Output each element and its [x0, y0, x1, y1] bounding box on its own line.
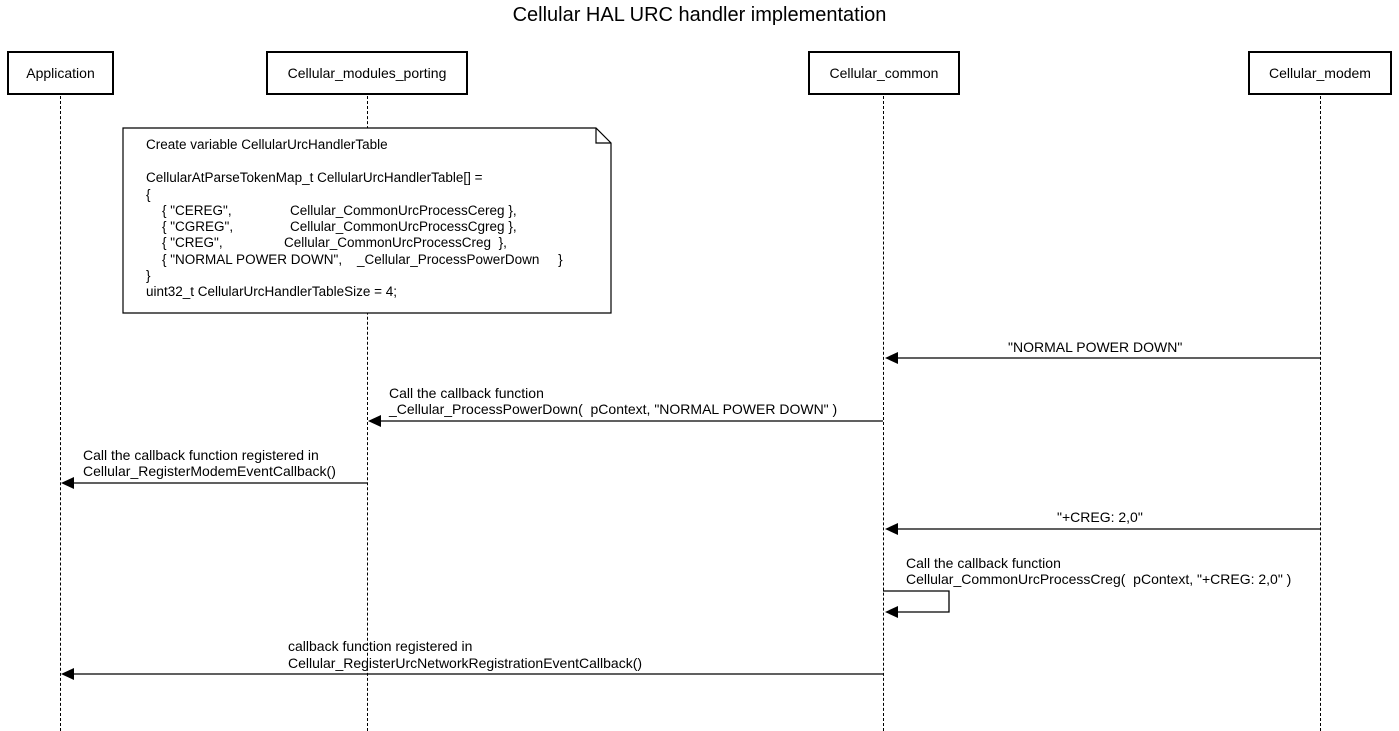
message-label-normal-power-down: "NORMAL POWER DOWN" [1008, 339, 1183, 355]
message-arrow-self-creg [883, 590, 950, 618]
message-label-creg: "+CREG: 2,0" [1057, 509, 1143, 525]
note-title: Create variable CellularUrcHandlerTable [146, 137, 388, 152]
message-arrow-normal-power-down [885, 352, 1320, 364]
message-label-line: _Cellular_ProcessPowerDown( pContext, "N… [389, 401, 838, 417]
note-row-token: { "NORMAL POWER DOWN", [162, 252, 343, 267]
lifeline-modem [1320, 96, 1321, 731]
lifeline-common [883, 96, 884, 731]
message-label-line: Call the callback function [906, 555, 1061, 571]
note-row-token: { "CGREG", [162, 219, 234, 234]
message-label-line: callback function registered in [288, 638, 473, 654]
note-row-token: { "CREG", [162, 235, 223, 250]
note-row-handler: Cellular_CommonUrcProcessCereg }, [290, 203, 517, 218]
message-label-line: Call the callback function registered in [83, 447, 319, 463]
message-arrow-modem-event-callback [61, 477, 367, 489]
note-row-token: { "CEREG", [162, 203, 232, 218]
message-arrow-network-registration-callback [61, 668, 883, 680]
note-declaration: CellularAtParseTokenMap_t CellularUrcHan… [146, 170, 483, 185]
message-label-line: Cellular_RegisterUrcNetworkRegistrationE… [288, 655, 643, 671]
note-close-brace: } [146, 268, 151, 283]
note-open-brace: { [146, 187, 151, 202]
diagram-title: Cellular HAL URC handler implementation [512, 4, 887, 26]
participant-modem: Cellular_modem [1248, 51, 1392, 95]
note-shape [122, 127, 612, 314]
note-size-line: uint32_t CellularUrcHandlerTableSize = 4… [146, 284, 398, 299]
participant-application: Application [7, 51, 114, 95]
message-arrow-process-power-down [368, 415, 883, 427]
note-row-handler: Cellular_CommonUrcProcessCgreg }, [290, 219, 517, 234]
participant-common: Cellular_common [808, 51, 960, 95]
message-label-line: Cellular_RegisterModemEventCallback() [83, 463, 336, 479]
message-arrow-creg [885, 523, 1320, 535]
participant-porting: Cellular_modules_porting [266, 51, 468, 95]
message-label-line: Cellular_CommonUrcProcessCreg( pContext,… [906, 571, 1292, 587]
note-row-handler: Cellular_CommonUrcProcessCreg }, [284, 235, 507, 250]
lifeline-porting [367, 96, 368, 731]
note-row-handler: _Cellular_ProcessPowerDown } [357, 252, 563, 267]
message-label-line: Call the callback function [389, 385, 544, 401]
lifeline-application [60, 96, 61, 731]
